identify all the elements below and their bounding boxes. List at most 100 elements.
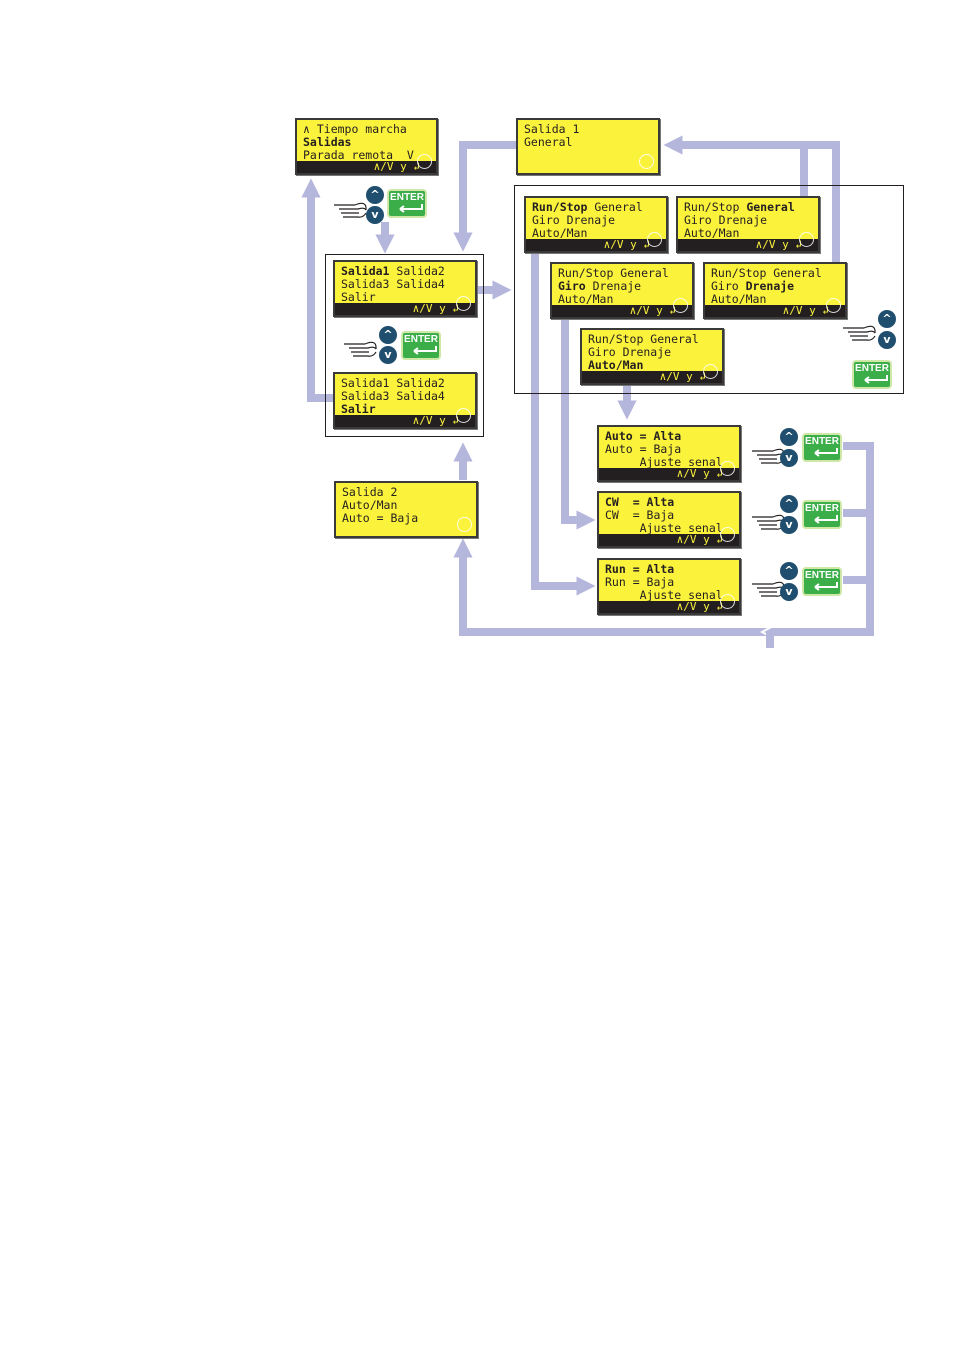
lcd-line: Auto/Man: [558, 292, 614, 306]
lcd-hint-bar: ∧/V y ↲: [552, 305, 692, 317]
arrow-salir-to-tiempo: [301, 178, 334, 402]
lcd-line: Run/Stop General: [558, 266, 669, 280]
lcd-knob-icon: [703, 364, 718, 379]
enter-key-label: ENTER: [404, 334, 438, 345]
lcd-line: ∧ Tiempo marcha: [303, 122, 407, 136]
enter-key-button[interactable]: ENTER: [802, 567, 842, 596]
arrow-salida1-to-selector: [453, 141, 516, 252]
hand-pointer-icon: [842, 320, 878, 348]
lcd-line: Parada remota V: [303, 148, 414, 162]
lcd-line: Giro Drenaje: [684, 213, 768, 227]
lcd-hint-bar: ∧/V y ↲: [335, 415, 475, 427]
arrow-runstop-to-run: [531, 252, 596, 596]
down-key-icon[interactable]: v: [379, 346, 397, 364]
lcd-line: Run/Stop General: [684, 200, 795, 214]
down-key-icon[interactable]: v: [878, 331, 896, 349]
lcd-salida2: Salida 2 Auto/Man Auto = Baja: [334, 481, 478, 538]
lcd-line: Run/Stop General: [532, 200, 643, 214]
enter-key-button[interactable]: ENTER: [802, 500, 842, 529]
lcd-submenu-general: Run/Stop General Giro Drenaje Auto/Man ∧…: [676, 196, 820, 253]
lcd-submenu-automan: Run/Stop General Giro Drenaje Auto/Man ∧…: [580, 328, 724, 385]
submenu-frame: [514, 185, 904, 394]
lcd-run-setting: Run = Alta Run = Baja Ajuste senal ∧/V y…: [597, 558, 741, 615]
lcd-line-selected: Auto = Alta: [605, 429, 682, 443]
enter-key-button[interactable]: ENTER: [802, 433, 842, 462]
lcd-line: Ajuste senal: [605, 588, 723, 602]
return-arrow-icon: [864, 375, 888, 384]
enter-key-label: ENTER: [855, 363, 889, 374]
lcd-knob-icon: [673, 298, 688, 313]
lcd-knob-icon: [417, 154, 432, 169]
lcd-line: Ajuste senal: [605, 521, 723, 535]
lcd-hint-bar: ∧/V y ↲: [526, 239, 666, 251]
lcd-line: Salida 1: [524, 122, 580, 136]
lcd-salida-selector-1: Salida1 Salida2 Salida3 Salida4 Salir ∧/…: [333, 260, 477, 317]
lcd-line: Salida1 Salida2: [341, 376, 445, 390]
hand-pointer-icon: [333, 197, 369, 225]
down-key-icon[interactable]: v: [780, 516, 798, 534]
enter-key-label: ENTER: [805, 570, 839, 581]
lcd-submenu-drenaje: Run/Stop General Giro Drenaje Auto/Man ∧…: [703, 262, 847, 319]
lcd-line: Auto/Man: [532, 226, 588, 240]
lcd-line: Auto/Man: [711, 292, 767, 306]
arrow-submenu-to-salida1-b: [804, 141, 840, 262]
enter-key-button[interactable]: ENTER: [387, 189, 427, 218]
return-arrow-icon: [399, 204, 423, 213]
lcd-line: Auto/Man: [684, 226, 740, 240]
enter-key-button[interactable]: ENTER: [852, 360, 892, 389]
lcd-line: Salida3 Salida4: [341, 389, 445, 403]
lcd-line-selected: Salir: [341, 402, 376, 416]
up-key-icon[interactable]: ^: [780, 562, 798, 580]
lcd-knob-icon: [647, 232, 662, 247]
lcd-knob-icon: [799, 232, 814, 247]
arrow-giro-to-cw: [561, 318, 596, 530]
lcd-auto-setting: Auto = Alta Auto = Baja Ajuste senal ∧/V…: [597, 425, 741, 482]
lcd-line: Giro Drenaje: [532, 213, 616, 227]
salida-selector-frame: [325, 254, 484, 437]
down-key-icon[interactable]: v: [366, 206, 384, 224]
up-key-icon[interactable]: ^: [366, 186, 384, 204]
lcd-line: Giro Drenaje: [711, 279, 795, 293]
lcd-line: Run = Baja: [605, 575, 675, 589]
lcd-knob-icon: [456, 408, 471, 423]
lcd-knob-icon: [457, 517, 472, 532]
lcd-line: Salir: [341, 290, 376, 304]
lcd-line: CW = Baja: [605, 508, 675, 522]
return-arrow-icon: [814, 582, 838, 591]
up-key-icon[interactable]: ^: [780, 428, 798, 446]
lcd-line-selected: Auto/Man: [588, 358, 644, 372]
lcd-line-selected: CW = Alta: [605, 495, 675, 509]
lcd-line: Run/Stop General: [588, 332, 699, 346]
lcd-line: Giro Drenaje: [588, 345, 672, 359]
lcd-knob-icon: [720, 594, 735, 609]
lcd-line-selected: Salidas: [303, 135, 352, 149]
lcd-knob-icon: [720, 527, 735, 542]
lcd-line: General: [524, 135, 573, 149]
lcd-hint-bar: ∧/V y ↲: [297, 161, 436, 173]
down-key-icon[interactable]: v: [780, 583, 798, 601]
up-key-icon[interactable]: ^: [780, 495, 798, 513]
lcd-submenu-runstop: Run/Stop General Giro Drenaje Auto/Man ∧…: [524, 196, 668, 253]
enter-key-label: ENTER: [805, 503, 839, 514]
down-key-icon[interactable]: v: [780, 449, 798, 467]
lcd-line: Auto = Baja: [342, 511, 419, 525]
lcd-hint-bar: ∧/V y ↲: [582, 371, 722, 383]
lcd-submenu-giro: Run/Stop General Giro Drenaje Auto/Man ∧…: [550, 262, 694, 319]
lcd-line-selected: Run = Alta: [605, 562, 675, 576]
up-key-icon[interactable]: ^: [878, 310, 896, 328]
enter-key-button[interactable]: ENTER: [401, 331, 441, 360]
lcd-hint-bar: ∧/V y ↲: [678, 239, 818, 251]
lcd-line: Giro Drenaje: [558, 279, 642, 293]
lcd-line: Run/Stop General: [711, 266, 822, 280]
lcd-hint-bar: ∧/V y ↲: [599, 601, 739, 613]
lcd-hint-bar: ∧/V y ↲: [599, 534, 739, 546]
enter-key-label: ENTER: [390, 192, 424, 203]
return-arrow-icon: [814, 448, 838, 457]
enter-key-label: ENTER: [805, 436, 839, 447]
up-key-icon[interactable]: ^: [379, 326, 397, 344]
hand-pointer-icon: [343, 336, 379, 364]
lcd-line: Auto/Man: [342, 498, 398, 512]
return-arrow-icon: [413, 346, 437, 355]
lcd-line: Ajuste senal: [605, 455, 723, 469]
